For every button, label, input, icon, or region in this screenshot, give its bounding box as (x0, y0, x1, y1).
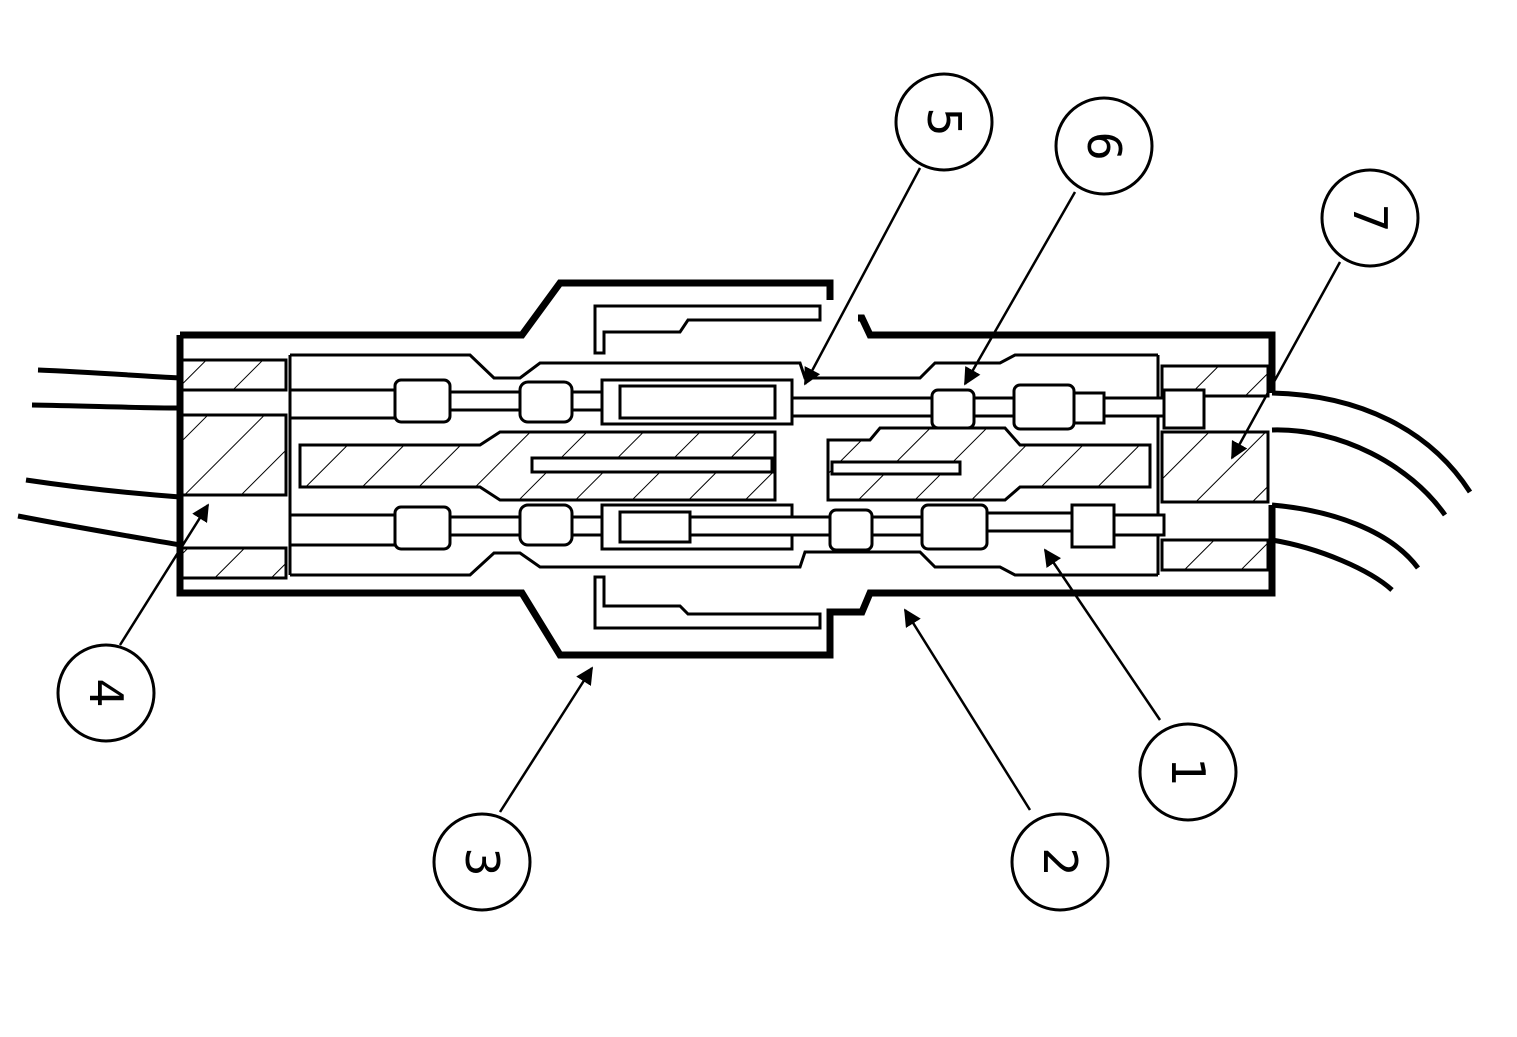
cable-left-lower-a (25, 477, 181, 500)
cables (17, 367, 1473, 592)
outer-housing (176, 279, 1276, 659)
callout-1: 1 (1138, 722, 1238, 822)
seal-left (180, 358, 288, 580)
insert-body (298, 426, 1152, 502)
cable-right-lower-a (1271, 502, 1421, 570)
callout-3-label: 3 (455, 847, 509, 876)
leader-1 (1043, 548, 1162, 721)
callout-2: 2 (1010, 812, 1110, 912)
leader-3 (498, 666, 594, 813)
leader-5 (803, 167, 922, 386)
callout-4: 4 (56, 643, 156, 743)
callout-4-label: 4 (79, 678, 133, 707)
leader-6 (963, 191, 1077, 386)
upper-terminal-assembly (288, 378, 1206, 431)
callout-5: 5 (894, 72, 994, 172)
leader-lines (118, 167, 1342, 813)
callout-2-label: 2 (1033, 847, 1087, 876)
callout-3: 3 (432, 812, 532, 912)
cable-left-upper-a (37, 367, 181, 381)
cable-left-lower-b (17, 513, 181, 548)
leader-4 (118, 503, 210, 646)
callout-7-label: 7 (1343, 203, 1397, 232)
callout-1-label: 1 (1161, 757, 1215, 786)
callout-6-label: 6 (1077, 131, 1131, 160)
callouts: 1 2 3 4 5 6 7 (56, 72, 1420, 912)
cable-right-upper-a (1271, 390, 1473, 494)
cable-right-upper-b (1271, 427, 1448, 517)
cable-right-lower-b (1271, 537, 1394, 592)
leader-2 (903, 608, 1032, 811)
leader-7 (1230, 261, 1342, 460)
cable-left-upper-b (31, 402, 181, 411)
seal-right (1160, 364, 1270, 572)
callout-6: 6 (1054, 96, 1154, 196)
lower-terminal-assembly (288, 503, 1166, 552)
callout-5-label: 5 (917, 107, 971, 136)
callout-7: 7 (1320, 168, 1420, 268)
